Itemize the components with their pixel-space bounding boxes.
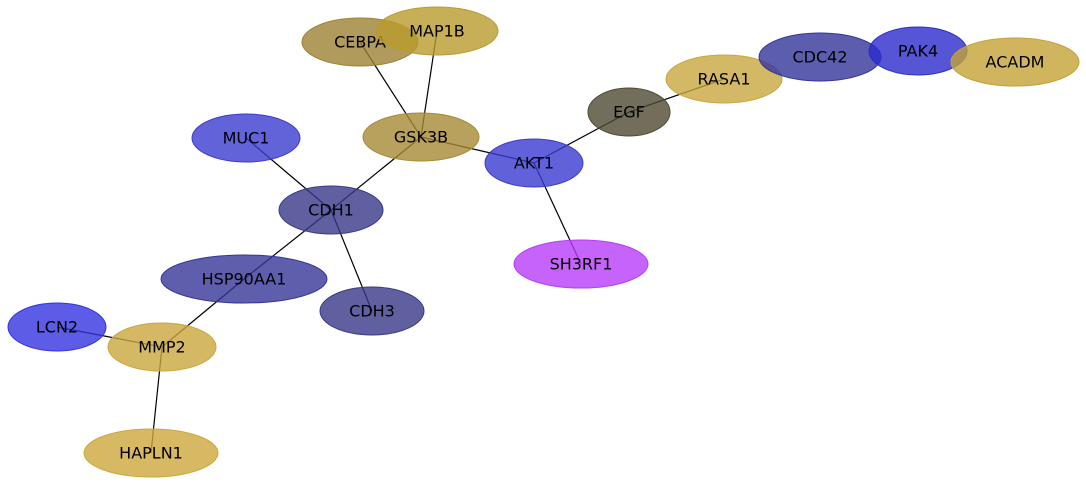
node-cdc42[interactable]: CDC42	[758, 32, 882, 82]
node-cdh1[interactable]: CDH1	[278, 185, 384, 235]
node-pak4[interactable]: PAK4	[868, 26, 968, 76]
node-ellipse	[513, 239, 649, 289]
node-sh3rf1[interactable]: SH3RF1	[513, 239, 649, 289]
node-label: GSK3B	[394, 128, 448, 147]
node-ellipse	[950, 37, 1080, 87]
node-ellipse	[665, 54, 783, 104]
node-hapln1[interactable]: HAPLN1	[83, 428, 219, 478]
node-ellipse	[484, 138, 584, 188]
node-map1b[interactable]: MAP1B	[375, 6, 499, 56]
node-rasa1[interactable]: RASA1	[665, 54, 783, 104]
node-label: HAPLN1	[119, 444, 183, 463]
node-ellipse	[319, 286, 425, 336]
node-label: HSP90AA1	[202, 270, 287, 289]
node-acadm[interactable]: ACADM	[950, 37, 1080, 87]
node-label: MUC1	[223, 129, 270, 148]
node-ellipse	[83, 428, 219, 478]
node-muc1[interactable]: MUC1	[191, 113, 301, 163]
node-label: CDH3	[349, 302, 395, 321]
node-label: EGF	[613, 103, 645, 122]
node-gsk3b[interactable]: GSK3B	[362, 112, 480, 162]
node-ellipse	[362, 112, 480, 162]
node-ellipse	[160, 254, 328, 304]
node-label: CDC42	[792, 48, 847, 67]
node-ellipse	[375, 6, 499, 56]
node-lcn2[interactable]: LCN2	[7, 302, 107, 352]
node-label: CEBPA	[334, 33, 386, 52]
node-ellipse	[278, 185, 384, 235]
node-cdh3[interactable]: CDH3	[319, 286, 425, 336]
node-egf[interactable]: EGF	[587, 87, 671, 137]
node-ellipse	[7, 302, 107, 352]
node-label: AKT1	[514, 154, 554, 173]
node-label: RASA1	[698, 70, 751, 89]
node-label: PAK4	[898, 42, 938, 61]
node-ellipse	[587, 87, 671, 137]
node-hsp90aa1[interactable]: HSP90AA1	[160, 254, 328, 304]
node-label: MAP1B	[409, 22, 465, 41]
node-ellipse	[107, 322, 217, 372]
node-akt1[interactable]: AKT1	[484, 138, 584, 188]
node-mmp2[interactable]: MMP2	[107, 322, 217, 372]
node-label: SH3RF1	[550, 255, 613, 274]
node-label: CDH1	[308, 201, 354, 220]
node-ellipse	[191, 113, 301, 163]
node-label: ACADM	[986, 53, 1045, 72]
node-label: LCN2	[36, 318, 78, 337]
node-label: MMP2	[138, 338, 185, 357]
